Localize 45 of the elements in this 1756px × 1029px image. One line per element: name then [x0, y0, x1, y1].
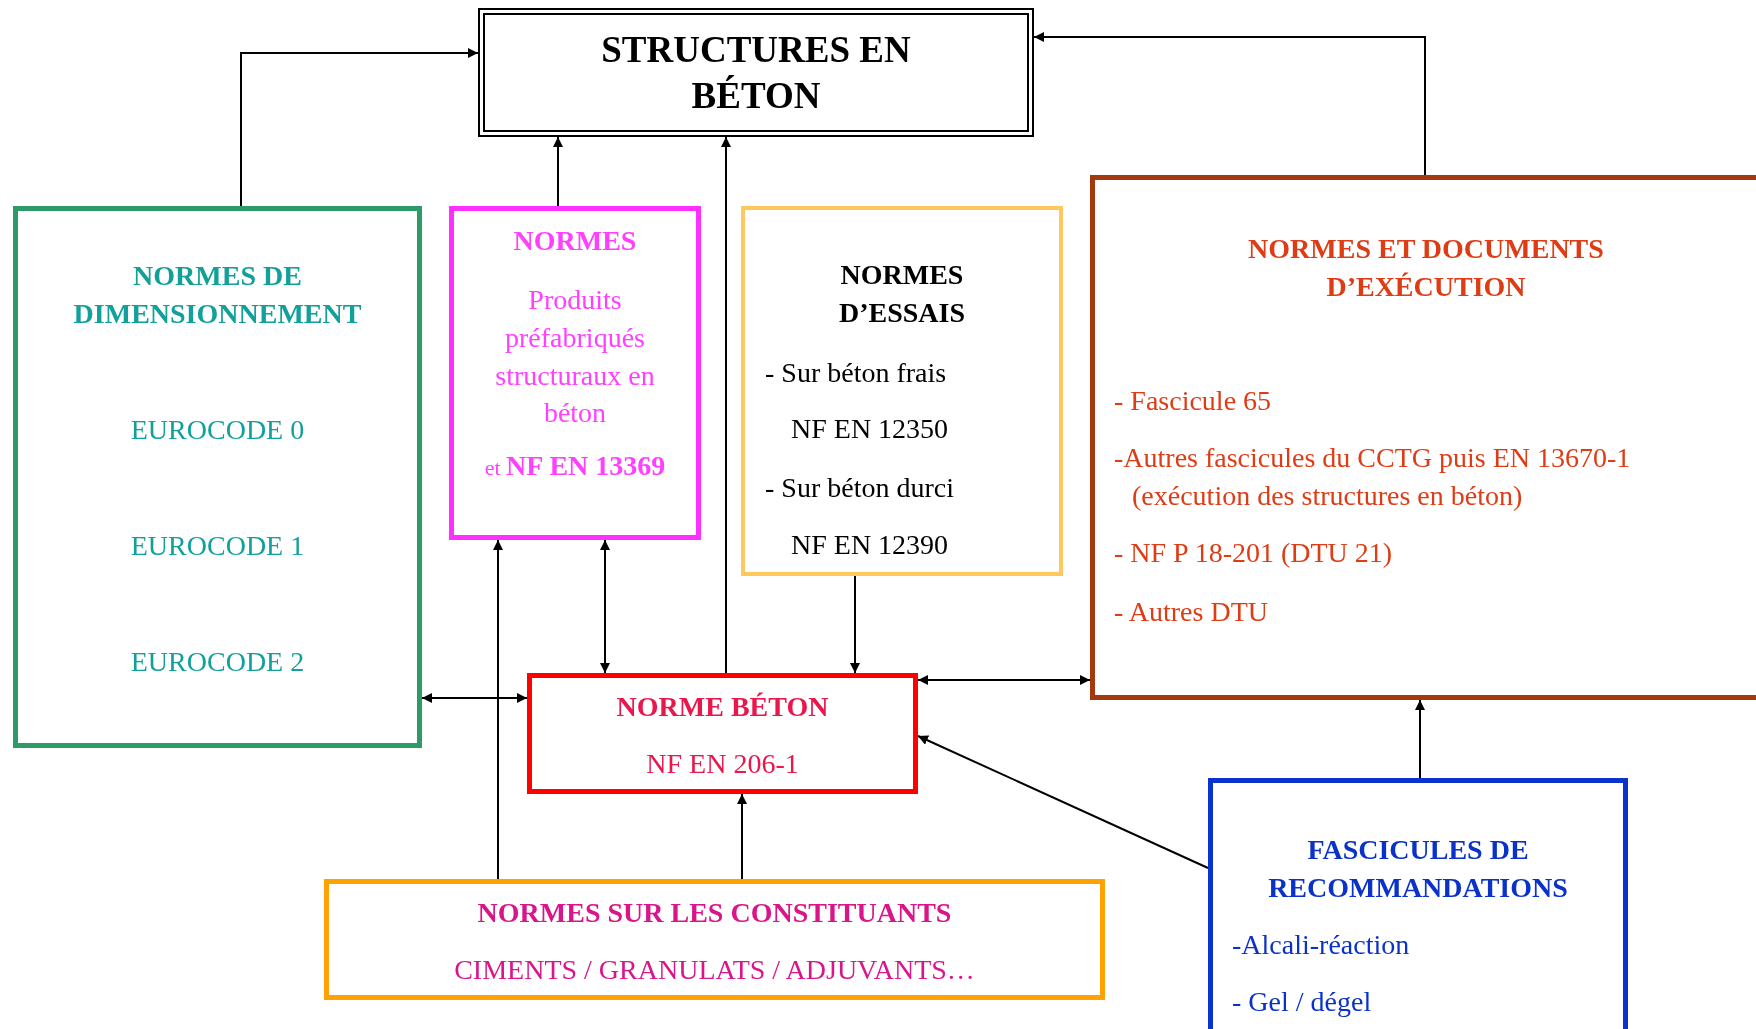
norm-item: - NF P 18-201 (DTU 21) [1114, 536, 1394, 570]
arrow [917, 675, 1091, 685]
arrow [600, 539, 610, 674]
arrow [917, 735, 1209, 869]
arrow [721, 136, 731, 674]
norm-item: NF EN 206-1 [645, 747, 800, 781]
norm-box [324, 879, 1105, 1000]
arrow [850, 575, 860, 674]
norm-item: -Autres fascicules du CCTG puis EN 13670-1 (exécution des structures en béton) [1114, 441, 1632, 513]
title-box [478, 8, 1034, 137]
arrow [1415, 699, 1425, 779]
arrow [553, 136, 563, 207]
norm-item: -Alcali-réaction [1232, 928, 1411, 962]
box-heading: NORMES [512, 224, 638, 258]
norm-item: NF EN 12390 [791, 528, 950, 562]
norm-item: Produits préfabriqués structuraux en béton [494, 283, 656, 431]
norm-item: EUROCODE 2 [129, 645, 306, 679]
norm-box [449, 206, 701, 540]
box-heading: NORMES DE DIMENSIONNEMENT [72, 259, 363, 331]
norm-item: CIMENTS / GRANULATS / ADJUVANTS… [453, 953, 976, 987]
norm-item: - Gel / dégel [1232, 985, 1373, 1019]
norm-box [741, 206, 1063, 576]
norm-item: - Sur béton durci [765, 471, 955, 505]
norm-item: EUROCODE 0 [129, 413, 306, 447]
norm-item: et NF EN 13369 [484, 449, 666, 483]
norm-box [1090, 175, 1756, 700]
norm-item: - Fascicule 65 [1114, 384, 1273, 418]
box-heading: NORMES ET DOCUMENTS D’EXÉCUTION [1247, 232, 1605, 304]
box-heading: NORMES SUR LES CONSTITUANTS [476, 896, 953, 930]
norm-item: NF EN 12350 [791, 412, 950, 446]
arrow [737, 793, 747, 880]
norm-box [1208, 778, 1628, 1029]
norm-item: EUROCODE 1 [129, 529, 306, 563]
norm-item: - Autres DTU [1114, 595, 1269, 629]
norm-box [13, 206, 422, 748]
box-heading: NORMES D’ESSAIS [837, 258, 967, 330]
arrow [1033, 32, 1426, 176]
norm-item: - Sur béton frais [765, 356, 948, 390]
norm-box [527, 673, 918, 794]
arrow [421, 693, 528, 703]
box-heading: FASCICULES DE RECOMMANDATIONS [1267, 833, 1569, 905]
box-heading: NORME BÉTON [615, 690, 830, 724]
arrow [493, 539, 503, 880]
arrow [240, 48, 479, 207]
box-heading: STRUCTURES EN BÉTON [600, 28, 912, 119]
